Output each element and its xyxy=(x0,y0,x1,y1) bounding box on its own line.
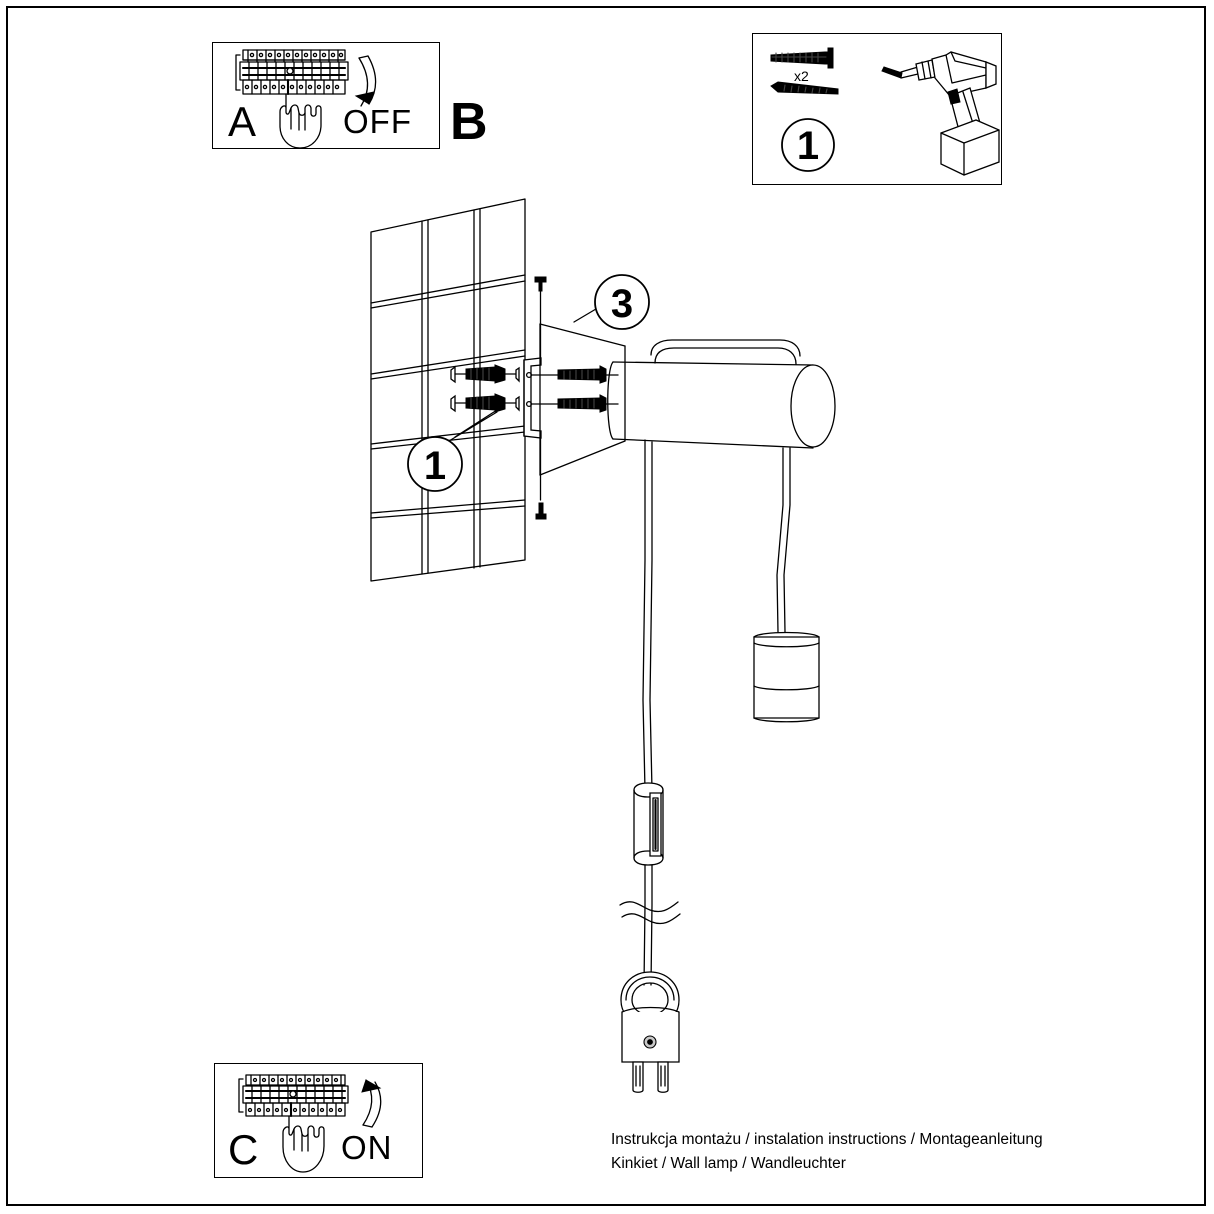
parts-quantity-label: x2 xyxy=(794,68,809,84)
panel-a-letter: A xyxy=(228,98,257,145)
panel-a-action-label: OFF xyxy=(343,103,412,140)
footer-line-1: Instrukcja montażu / instalation instruc… xyxy=(611,1131,1043,1148)
panel-b-letter: B xyxy=(450,93,488,151)
panel-c-action-label: ON xyxy=(341,1129,393,1166)
panel-parts-and-drill xyxy=(752,33,1002,185)
footer-instructions: Instrukcja montażu / instalation instruc… xyxy=(611,1128,1043,1176)
panel-c-letter: C xyxy=(228,1126,259,1173)
page-border xyxy=(6,6,1206,1206)
footer-line-2: Kinkiet / Wall lamp / Wandleuchter xyxy=(611,1155,846,1173)
